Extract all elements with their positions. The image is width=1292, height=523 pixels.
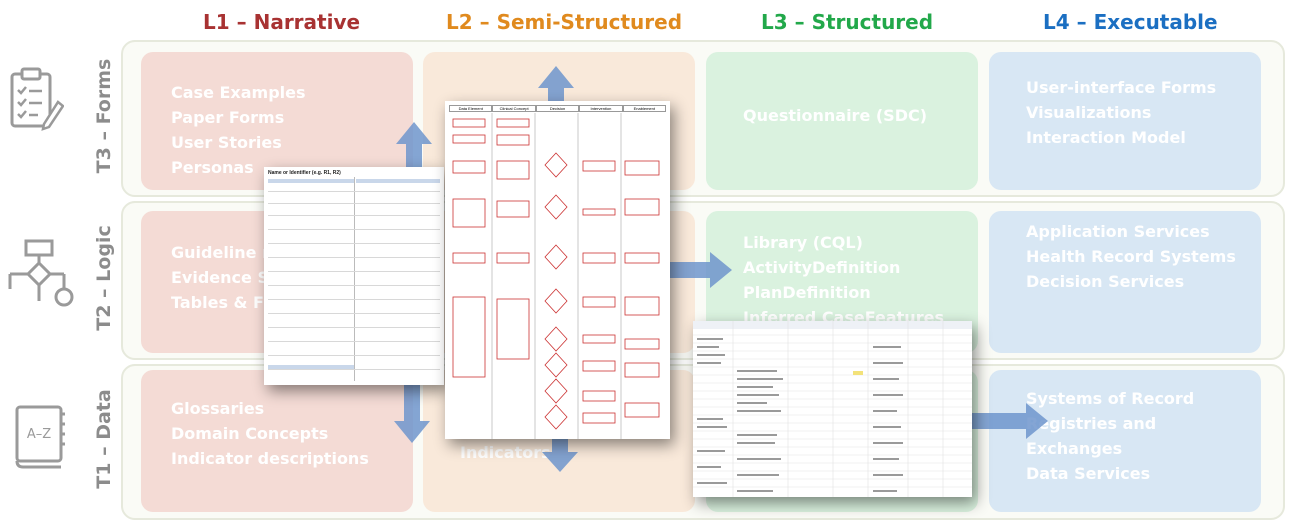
- item-paper-forms: Paper Forms: [171, 108, 285, 127]
- svg-text:A–Z: A–Z: [27, 427, 51, 442]
- item-questionnaire-sdc: Questionnaire (SDC): [743, 106, 928, 125]
- data-dictionary-spreadsheet: [693, 321, 972, 497]
- clipboard-icon: [10, 67, 64, 131]
- cell-t3-l4: [989, 52, 1261, 190]
- item-activitydefinition: ActivityDefinition: [743, 258, 901, 277]
- tier-label-forms: T3 – Forms: [93, 58, 115, 174]
- arrow-right-to-l4-data: [968, 403, 1048, 439]
- arrow-right-to-l3: [666, 252, 732, 288]
- item-registries-and: Registries and: [1026, 414, 1157, 433]
- decision-table-header: Enablement: [622, 105, 667, 112]
- items-t2-l4: Application Services Health Record Syste…: [1026, 219, 1236, 294]
- arrow-down-to-l1-data: [394, 383, 430, 443]
- dictionary-book-icon: A–Z: [15, 405, 65, 469]
- item-indicators: Indicators: [460, 443, 551, 462]
- item-application-services: Application Services: [1026, 222, 1210, 241]
- item-indicator-descriptions: Indicator descriptions: [171, 449, 369, 468]
- recommendation-form-document: Name or Identifier (e.g. R1, R2): [264, 167, 444, 385]
- tier-label-data: T1 – Data: [93, 389, 115, 489]
- items-t3-l3: Questionnaire (SDC): [743, 103, 927, 128]
- items-t1-l4: Systems of Record Registries and Exchang…: [1026, 386, 1194, 486]
- tier-label-logic: T2 – Logic: [93, 225, 115, 331]
- item-library-cql: Library (CQL): [743, 233, 863, 252]
- items-t2-l3: Library (CQL) ActivityDefinition PlanDef…: [743, 230, 944, 330]
- arrow-down-to-l2-data: [542, 432, 578, 472]
- decision-table-header: Data Element: [449, 105, 493, 112]
- item-domain-concepts: Domain Concepts: [171, 424, 329, 443]
- column-header-l4: L4 – Executable: [1043, 10, 1218, 34]
- cell-t2-l4: [989, 211, 1261, 353]
- item-glossaries: Glossaries: [171, 399, 265, 418]
- cell-t3-l3: [706, 52, 978, 190]
- arrow-up-from-l2: [538, 66, 574, 110]
- flowchart-icon: [8, 239, 74, 307]
- decision-table-document: Data Element Clinical Concept Decision I…: [445, 101, 670, 439]
- decision-table-header: Decision: [535, 105, 580, 112]
- recommendation-form-title: Name or Identifier (e.g. R1, R2): [268, 170, 341, 176]
- column-header-l1: L1 – Narrative: [203, 10, 361, 34]
- item-personas: Personas: [171, 158, 254, 177]
- item-user-stories: User Stories: [171, 133, 282, 152]
- cell-t1-l1: [141, 370, 413, 512]
- item-plandefinition: PlanDefinition: [743, 283, 871, 302]
- column-header-l3: L3 – Structured: [761, 10, 934, 34]
- decision-table-header: Intervention: [579, 105, 623, 112]
- item-data-services: Data Services: [1026, 464, 1151, 483]
- column-header-l2: L2 – Semi-Structured: [446, 10, 683, 34]
- arrow-up-from-l1: [396, 122, 432, 182]
- decision-table-header: Clinical Concept: [492, 105, 536, 112]
- item-interaction-model: Interaction Model: [1026, 128, 1186, 147]
- item-decision-services: Decision Services: [1026, 272, 1185, 291]
- item-health-record-systems: Health Record Systems: [1026, 247, 1236, 266]
- items-t3-l4: User-interface Forms Visualizations Inte…: [1026, 75, 1216, 150]
- item-exchanges: Exchanges: [1026, 439, 1123, 458]
- cell-t1-l4: [989, 370, 1261, 512]
- item-visualizations: Visualizations: [1026, 103, 1152, 122]
- item-case-examples: Case Examples: [171, 83, 306, 102]
- items-t3-l1: Case Examples Paper Forms User Stories P…: [171, 80, 306, 180]
- items-t1-l2: Indicators: [460, 440, 551, 465]
- item-systems-of-record: Systems of Record: [1026, 389, 1195, 408]
- items-t1-l1: Glossaries Domain Concepts Indicator des…: [171, 396, 369, 471]
- item-user-interface-forms: User-interface Forms: [1026, 78, 1217, 97]
